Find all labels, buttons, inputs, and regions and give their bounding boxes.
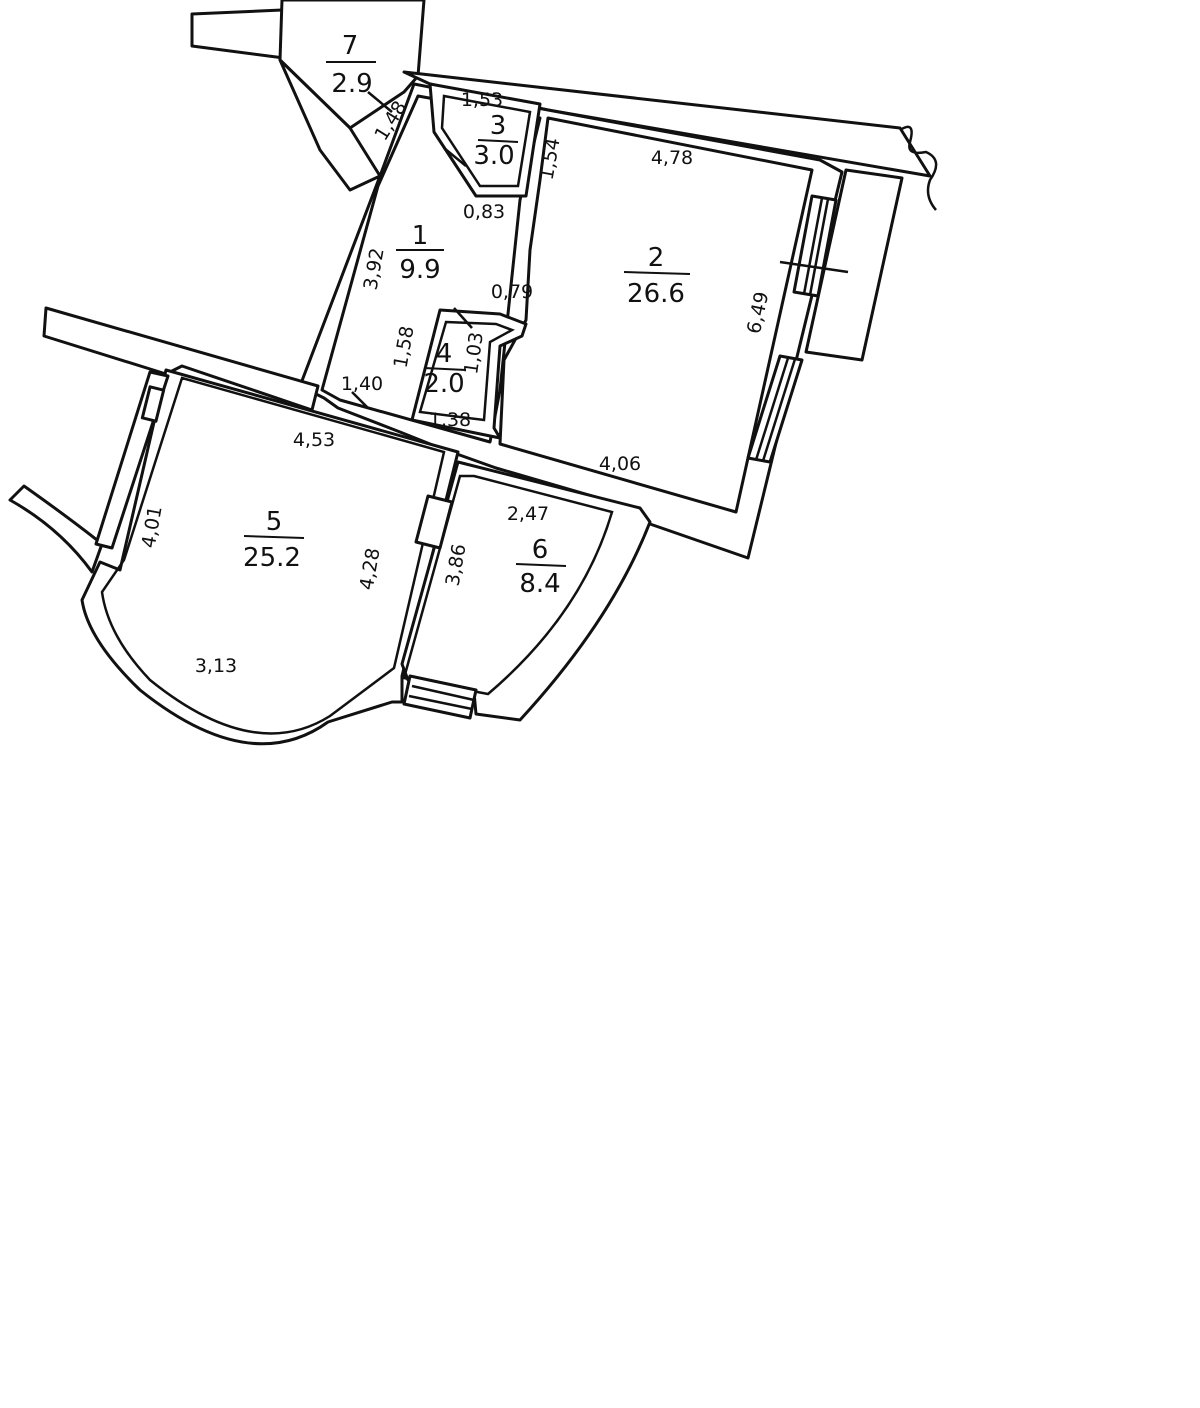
room-label-3: 3 3.0 — [473, 111, 519, 171]
room-2-window-upper — [792, 194, 838, 298]
dimension-label: 2,47 — [507, 503, 549, 525]
room-label-7: 7 2.9 — [326, 31, 376, 99]
room-area: 25.2 — [243, 543, 301, 573]
wall-top-left — [190, 8, 286, 60]
door-mark — [443, 147, 467, 167]
room-label-1: 1 9.9 — [396, 221, 444, 285]
room-number: 2 — [648, 243, 665, 273]
room-area: 8.4 — [519, 569, 560, 599]
door-mark — [351, 391, 369, 409]
dimension-label: 1,53 — [461, 89, 503, 111]
room-number: 7 — [342, 31, 359, 61]
wall-left-notch — [140, 385, 166, 423]
door-5-6 — [414, 494, 454, 550]
room-number: 3 — [490, 111, 507, 141]
room-area: 9.9 — [399, 255, 440, 285]
room-area: 3.0 — [473, 141, 514, 171]
room-label-4: 4 2.0 — [423, 339, 467, 399]
room-number: 6 — [532, 535, 549, 565]
dimension-label: 3,13 — [195, 655, 237, 677]
room-label-6: 6 8.4 — [515, 535, 567, 599]
room-number: 1 — [412, 221, 429, 251]
dimension-label: 4,53 — [293, 429, 335, 451]
room-6-inner — [402, 474, 614, 696]
door-mark — [453, 307, 473, 329]
door-mark — [367, 91, 393, 113]
window-line — [802, 197, 824, 295]
room-2-floor — [498, 116, 814, 514]
window-line — [754, 357, 790, 461]
window-line — [411, 684, 475, 702]
dimension-label: 1,38 — [429, 409, 471, 431]
window-line — [408, 694, 473, 711]
dimension-label: 0,83 — [463, 201, 505, 223]
wall-corridor-left — [278, 58, 382, 192]
window-line — [779, 260, 849, 274]
room-3-inner — [440, 94, 532, 188]
window-line — [761, 358, 797, 462]
dimension-label: 4,06 — [599, 453, 641, 475]
room-6-outline — [400, 460, 652, 722]
room-label-2: 2 26.6 — [623, 243, 691, 309]
wall-top-exterior — [402, 70, 932, 178]
dimension-label: 1,40 — [341, 373, 383, 395]
wall-left-hook — [8, 484, 104, 574]
room-area: 26.6 — [627, 279, 685, 309]
room-4-inner — [418, 320, 515, 422]
break-line — [899, 125, 938, 211]
room-label-5: 5 25.2 — [243, 507, 305, 573]
wall-left-exterior — [42, 306, 320, 412]
room-number: 5 — [266, 507, 283, 537]
room-6-window — [402, 674, 478, 720]
room-5-inner — [100, 376, 446, 735]
dimension-label: 4,78 — [651, 147, 693, 169]
dimension-label: 0,79 — [491, 281, 533, 303]
room-area: 2.9 — [331, 69, 372, 99]
room-5-outline — [80, 368, 460, 746]
room-area: 2.0 — [423, 369, 464, 399]
window-line — [808, 198, 830, 296]
room-number: 4 — [436, 339, 453, 369]
